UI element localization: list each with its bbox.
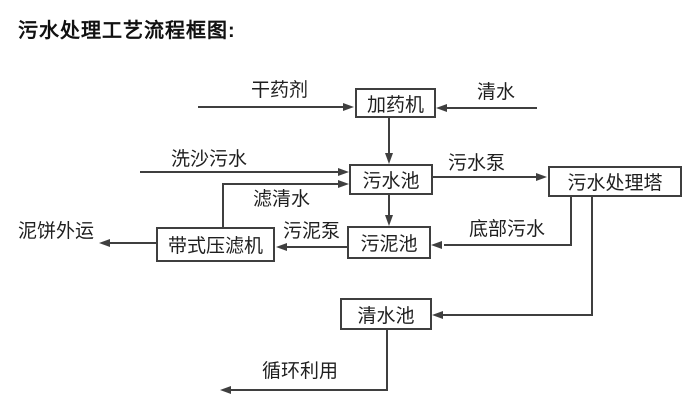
edge-recycling-vline xyxy=(386,330,388,390)
edge-bottom-sewage-vline xyxy=(570,197,572,245)
edge-dosing-to-sewage-line xyxy=(388,118,390,156)
edge-mud-cake-line xyxy=(110,242,156,244)
edge-sewage-to-sludge-line xyxy=(388,195,390,216)
edge-sludge-pump-line xyxy=(287,246,347,248)
edge-clean-water-arrowhead-icon xyxy=(436,104,447,112)
node-sewage-pool: 污水池 xyxy=(349,164,433,195)
edge-dry-agent-arrowhead-icon xyxy=(343,103,354,111)
edge-recycling-label: 循环利用 xyxy=(262,361,339,382)
edge-sludge-pump-arrowhead-icon xyxy=(276,243,287,251)
edge-dosing-to-sewage-arrowhead-icon xyxy=(385,153,393,164)
edge-mud-cake-arrowhead-icon xyxy=(99,239,110,247)
edge-tower-to-clean-hline xyxy=(443,314,593,316)
node-treatment-tower-label: 污水处理塔 xyxy=(567,173,663,194)
edge-tower-to-clean-vline xyxy=(591,197,593,316)
node-clean-water-pool: 清水池 xyxy=(340,298,432,330)
edge-filtered-water-vline xyxy=(222,184,224,227)
node-belt-filter-press-label: 带式压滤机 xyxy=(167,236,263,257)
edge-tower-to-clean-arrowhead-icon xyxy=(432,311,443,319)
node-sludge-pool-label: 污泥池 xyxy=(360,234,418,255)
edge-recycling-arrowhead-icon xyxy=(220,386,231,394)
edge-sewage-pump-arrowhead-icon xyxy=(536,173,547,181)
edge-dry-agent-line xyxy=(198,106,344,108)
edge-sand-washing-line xyxy=(140,171,340,173)
diagram-title: 污水处理工艺流程框图: xyxy=(18,20,236,42)
edge-sand-washing-label: 洗沙污水 xyxy=(171,149,248,170)
edge-filtered-water-arrowhead-icon xyxy=(338,180,349,188)
edge-clean-water-line xyxy=(447,107,537,109)
edge-sewage-to-sludge-arrowhead-icon xyxy=(385,215,393,226)
node-sludge-pool: 污泥池 xyxy=(347,226,431,259)
node-dosing-machine: 加药机 xyxy=(355,88,436,118)
node-sewage-pool-label: 污水池 xyxy=(362,171,420,192)
node-dosing-machine-label: 加药机 xyxy=(366,94,424,116)
edge-bottom-sewage-arrowhead-icon xyxy=(431,241,442,249)
node-clean-water-pool-label: 清水池 xyxy=(357,305,415,327)
edge-sewage-pump-label: 污水泵 xyxy=(448,153,506,174)
edge-dry-agent-label: 干药剂 xyxy=(251,80,309,101)
edge-clean-water-label: 清水 xyxy=(477,82,516,103)
edge-sludge-pump-label: 污泥泵 xyxy=(283,221,341,242)
edge-sewage-pump-line xyxy=(433,176,537,178)
edge-bottom-sewage-label: 底部污水 xyxy=(469,219,546,240)
edge-bottom-sewage-hline xyxy=(444,244,572,246)
node-belt-filter-press: 带式压滤机 xyxy=(156,227,275,262)
edge-sand-washing-arrowhead-icon xyxy=(338,168,349,176)
edge-recycling-hline xyxy=(231,389,388,391)
edge-mud-cake-label: 泥饼外运 xyxy=(18,221,95,242)
edge-filtered-water-label: 滤清水 xyxy=(253,189,311,210)
node-treatment-tower: 污水处理塔 xyxy=(548,166,682,197)
edge-filtered-water-hline xyxy=(222,183,340,185)
